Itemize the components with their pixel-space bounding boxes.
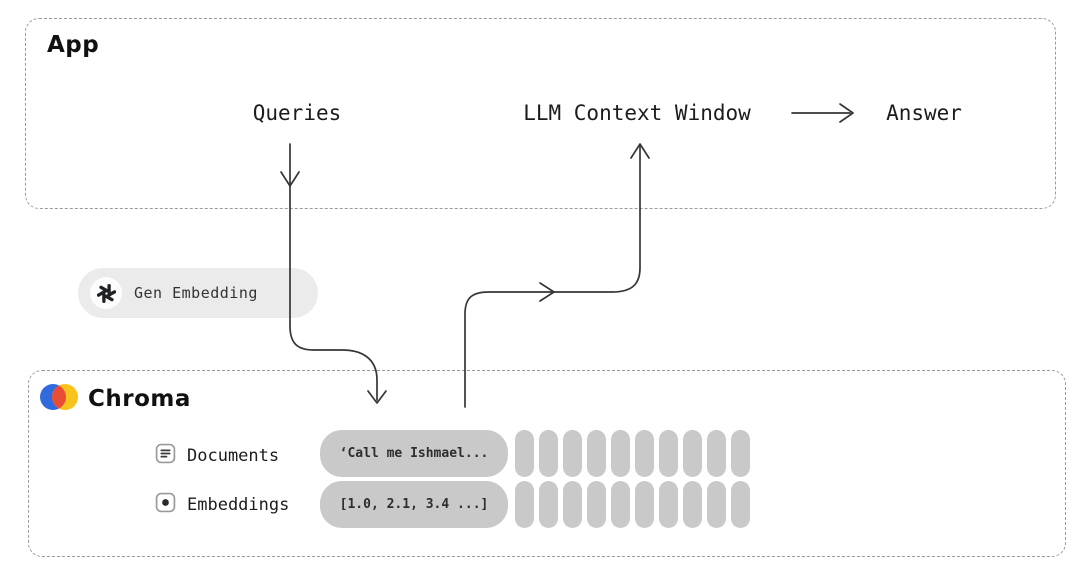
answer-label: Answer (886, 101, 962, 125)
vector-pill (659, 430, 678, 477)
vector-pill (539, 481, 558, 528)
vector-pill (731, 430, 750, 477)
document-icon (155, 443, 176, 469)
documents-label: Documents (187, 446, 280, 466)
llm-context-window-label: LLM Context Window (523, 101, 751, 125)
openai-logo-icon (90, 277, 122, 309)
vector-pill (707, 430, 726, 477)
vector-pill (707, 481, 726, 528)
vector-pill (563, 481, 582, 528)
embedding-sample-pill: [1.0, 2.1, 3.4 ...] (320, 481, 508, 528)
embeddings-label: Embeddings (187, 495, 290, 515)
vector-pill (683, 430, 702, 477)
vector-pill-row (515, 481, 750, 528)
document-sample-pill: ‘Call me Ishmael... (320, 430, 508, 477)
vector-pill (659, 481, 678, 528)
vector-pill (683, 481, 702, 528)
vector-pill (731, 481, 750, 528)
queries-label: Queries (252, 101, 342, 125)
vector-pill (563, 430, 582, 477)
vector-pill (611, 481, 630, 528)
vector-pill (515, 481, 534, 528)
vector-pill (587, 481, 606, 528)
chroma-logo-icon (40, 383, 78, 415)
vector-pill (635, 481, 654, 528)
chroma-title: Chroma (88, 386, 191, 412)
chroma-header: Chroma (40, 383, 191, 415)
vector-pill (635, 430, 654, 477)
documents-row: Documents (155, 443, 279, 469)
vector-pill-row (515, 430, 750, 477)
vector-pill (539, 430, 558, 477)
vector-pill (611, 430, 630, 477)
gen-embedding-label: Gen Embedding (134, 284, 258, 302)
gen-embedding-pill: Gen Embedding (78, 268, 318, 318)
embedding-icon (155, 492, 176, 518)
vector-pill (515, 430, 534, 477)
embeddings-row: Embeddings (155, 492, 289, 518)
app-box-title: App (47, 32, 100, 58)
vector-pill (587, 430, 606, 477)
